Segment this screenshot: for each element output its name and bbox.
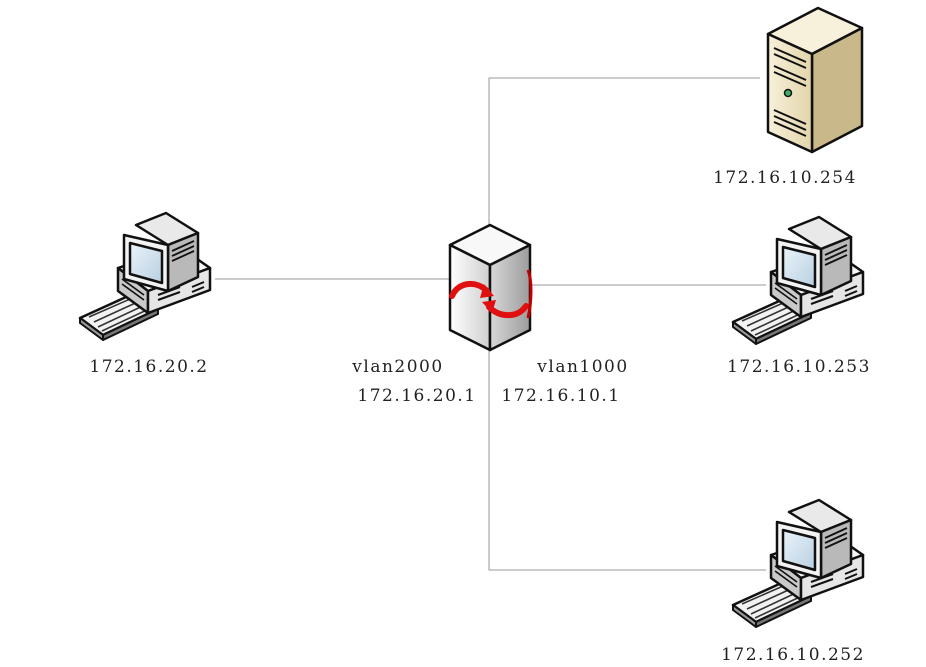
pc-right2-icon	[731, 498, 865, 629]
pc-right1-icon	[731, 215, 865, 346]
link-server-switch	[488, 77, 760, 226]
server-ip-label: 172.16.10.254	[713, 168, 857, 188]
pc-right2-ip-label: 172.16.10.252	[721, 645, 865, 665]
switch-right-ip-label: 172.16.10.1	[501, 386, 621, 406]
switch-right-vlan-label: vlan1000	[537, 357, 629, 377]
pc-right1-ip-label: 172.16.10.253	[727, 357, 871, 377]
routing-arrows-icon	[449, 269, 533, 319]
link-switch-pc-right2	[488, 349, 766, 571]
switch-left-vlan-label: vlan2000	[352, 357, 444, 377]
switch-left-ip-label: 172.16.20.1	[357, 386, 477, 406]
layer3-switch-icon	[448, 223, 533, 352]
server-tower-icon	[766, 6, 864, 154]
pc-left-icon	[78, 211, 212, 342]
pc-left-ip-label: 172.16.20.2	[89, 357, 209, 377]
links	[215, 77, 766, 571]
